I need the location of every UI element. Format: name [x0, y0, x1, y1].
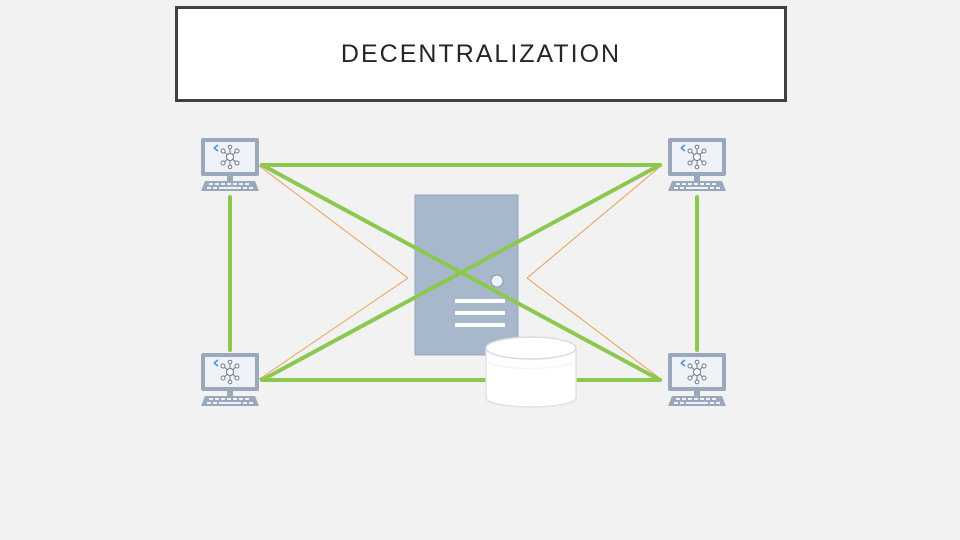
network-computer-icon: [667, 137, 727, 192]
server-link-top-left: [257, 164, 409, 279]
slide-title: DECENTRALIZATION: [340, 39, 622, 68]
network-computer-icon: [667, 352, 727, 407]
server-link-bottom-left: [257, 277, 409, 381]
server-link-bottom-right: [526, 277, 663, 381]
database-cylinder-icon: [485, 336, 577, 408]
slide-title-box: DECENTRALIZATION: [175, 6, 787, 102]
network-computer-icon: [200, 137, 260, 192]
server-link-top-right: [526, 164, 663, 279]
network-computer-icon: [200, 352, 260, 407]
peer-link-diagonal-up: [260, 163, 662, 382]
